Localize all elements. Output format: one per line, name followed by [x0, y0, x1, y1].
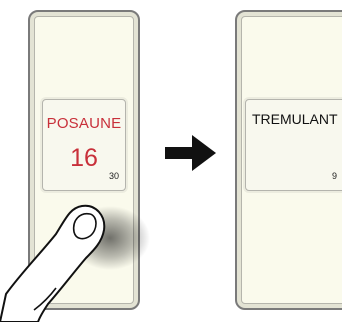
- stop-number: 9: [332, 171, 338, 181]
- stop-button-tremulant[interactable]: TREMULANT 9: [245, 99, 342, 191]
- stop-button-posaune[interactable]: POSAUNE 16 30: [42, 99, 126, 191]
- stop-name: POSAUNE: [46, 115, 122, 132]
- organ-panel-after: TREMULANT 9: [235, 10, 342, 310]
- stop-name: TREMULANT: [252, 111, 338, 127]
- stop-number: 30: [108, 171, 119, 181]
- pointing-finger-icon: [0, 204, 150, 322]
- arrow-right-icon: [165, 135, 216, 171]
- stop-pitch: 16: [70, 144, 98, 172]
